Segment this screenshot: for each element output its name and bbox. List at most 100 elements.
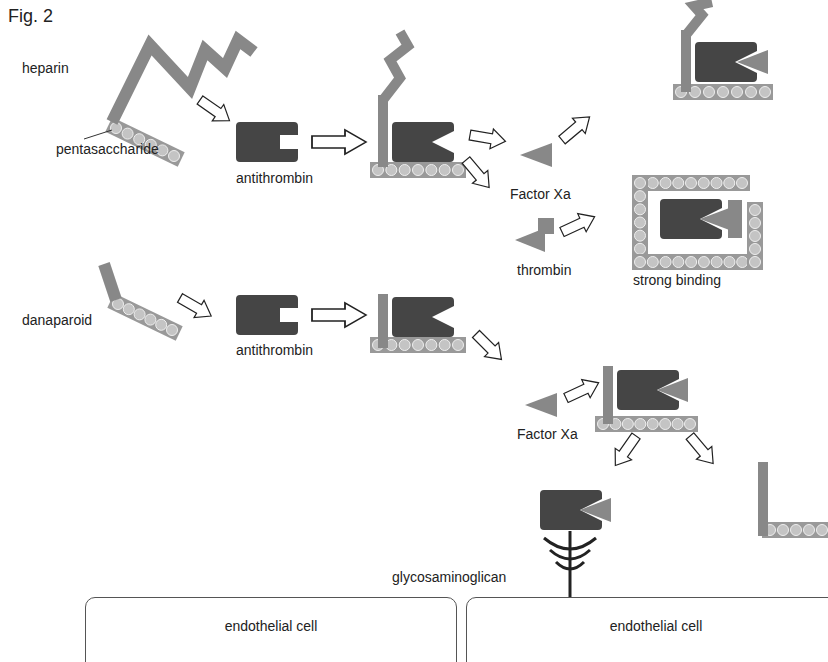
part-label: glycosaminoglican xyxy=(392,569,506,586)
block-arrow xyxy=(312,303,366,327)
sugar-bead xyxy=(169,151,180,162)
heparin-chain xyxy=(681,30,691,92)
part-label: Factor Xa xyxy=(510,186,571,203)
heparin-chain xyxy=(383,32,408,100)
sugar-bead xyxy=(711,178,722,189)
danaparoid-chain xyxy=(758,462,768,536)
pentasaccharide-band xyxy=(747,210,763,262)
factor-xa-shape xyxy=(525,393,557,417)
part-label: thrombin xyxy=(517,262,571,279)
danaparoid-chain xyxy=(104,264,116,300)
danaparoid-chain xyxy=(603,366,613,424)
sugar-bead xyxy=(647,178,658,189)
sugar-bead xyxy=(413,340,424,351)
sugar-bead xyxy=(635,243,646,254)
pentasaccharide-band xyxy=(632,183,648,262)
sugar-bead xyxy=(718,87,729,98)
sugar-bead xyxy=(791,525,802,536)
heparin-chain xyxy=(378,95,388,167)
pentasaccharide-band xyxy=(603,416,690,432)
block-arrow xyxy=(558,208,599,241)
thrombin-shape xyxy=(538,218,554,234)
block-arrow xyxy=(175,289,216,324)
sugar-bead xyxy=(750,257,761,268)
sugar-bead xyxy=(453,165,464,176)
block-arrow xyxy=(468,125,507,151)
sugar-bead xyxy=(660,419,671,430)
block-arrow xyxy=(556,109,596,147)
sugar-bead xyxy=(673,257,684,268)
glycosaminoglican-tree xyxy=(544,531,596,599)
sugar-bead xyxy=(122,128,133,139)
sugar-bead xyxy=(145,314,156,325)
sugar-bead xyxy=(439,340,450,351)
pentasaccharide-band xyxy=(640,175,742,191)
heparin-chain xyxy=(686,2,712,35)
sugar-bead xyxy=(817,525,828,536)
sugar-bead xyxy=(685,419,696,430)
danaparoid-chain xyxy=(378,294,388,348)
part-label: pentasaccharide xyxy=(56,141,159,158)
antithrombin-shape xyxy=(392,122,454,162)
sugar-bead xyxy=(673,178,684,189)
sugar-bead xyxy=(660,178,671,189)
sugar-bead xyxy=(704,87,715,98)
figure-title: Fig. 2 xyxy=(8,6,53,27)
sugar-bead xyxy=(635,419,646,430)
sugar-bead xyxy=(399,340,410,351)
block-arrow xyxy=(312,130,366,154)
antithrombin-shape xyxy=(236,122,298,162)
factor-xa-shape xyxy=(657,378,688,402)
sugar-bead xyxy=(635,230,646,241)
sugar-bead xyxy=(453,340,464,351)
pentasaccharide-bands xyxy=(111,87,828,536)
sugar-bead xyxy=(635,204,646,215)
block-arrow xyxy=(607,430,644,471)
sugar-bead xyxy=(156,319,167,330)
sugar-bead xyxy=(647,419,658,430)
part-label: antithrombin xyxy=(236,342,313,359)
cell-label: endothelial cell xyxy=(225,598,318,634)
pentasaccharide-band xyxy=(378,162,458,178)
sugar-bead xyxy=(635,178,646,189)
sugar-bead xyxy=(111,123,122,134)
factor-xa-shape xyxy=(520,143,552,167)
sugar-bead xyxy=(672,419,683,430)
cell-box: endothelial cell xyxy=(85,597,457,662)
sugar-bead xyxy=(647,257,658,268)
thrombin-shape xyxy=(728,200,742,238)
sugar-bead xyxy=(399,165,410,176)
sugar-bead xyxy=(635,257,646,268)
sugar-bead xyxy=(724,178,735,189)
sugar-bead xyxy=(698,257,709,268)
pentasaccharide-band xyxy=(640,254,755,270)
sugar-bead xyxy=(750,244,761,255)
sugar-bead xyxy=(426,340,437,351)
block-arrow xyxy=(562,374,603,407)
pentasaccharide-band xyxy=(681,84,765,100)
sugar-bead xyxy=(732,87,743,98)
sugar-bead xyxy=(635,257,646,268)
sugar-bead xyxy=(686,257,697,268)
sugar-bead xyxy=(750,257,761,268)
pentasaccharide-band xyxy=(770,522,822,538)
sugar-bead xyxy=(622,419,633,430)
heparin-chain xyxy=(112,40,254,122)
sugar-bead xyxy=(439,165,450,176)
cell-label: endothelial cell xyxy=(610,598,703,634)
part-label: Factor Xa xyxy=(517,426,578,443)
sugar-bead xyxy=(660,257,671,268)
sugar-bead xyxy=(750,231,761,242)
part-label: antithrombin xyxy=(236,170,313,187)
sugar-bead xyxy=(635,191,646,202)
sugar-bead xyxy=(737,257,748,268)
block-arrow xyxy=(682,430,720,470)
sugar-bead xyxy=(750,205,761,216)
sugar-bead xyxy=(413,165,424,176)
antithrombin-shape xyxy=(392,297,454,337)
sugar-bead xyxy=(737,178,748,189)
sugar-bead xyxy=(746,87,757,98)
antithrombin-shape xyxy=(236,295,298,335)
sugar-bead xyxy=(711,257,722,268)
block-arrow xyxy=(458,154,496,194)
